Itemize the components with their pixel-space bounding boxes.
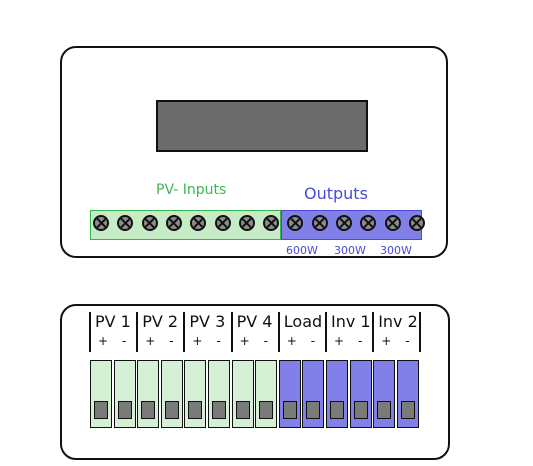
channel-name: PV 2 — [142, 312, 179, 331]
channel-divider — [136, 312, 139, 352]
negative-polarity: - — [169, 334, 174, 348]
pv-terminal-screw — [93, 215, 109, 231]
channel-name: Inv 1 — [331, 312, 371, 331]
controller-front-panel — [60, 46, 448, 258]
output-terminal-screw — [408, 215, 425, 231]
output-terminal-screw — [384, 215, 401, 231]
channel-name: PV 4 — [236, 312, 273, 331]
terminal-block — [113, 360, 136, 428]
clamp-square — [330, 401, 344, 419]
clamp-square — [377, 401, 392, 419]
positive-polarity: + — [334, 334, 345, 348]
terminal-block — [208, 360, 230, 428]
clamp-square — [259, 401, 274, 419]
terminal-block — [373, 360, 396, 428]
pv-terminal-screw — [141, 215, 158, 231]
terminal-block — [278, 360, 301, 428]
channel-divider — [277, 312, 280, 352]
positive-polarity: + — [286, 334, 297, 348]
negative-polarity: - — [263, 334, 268, 348]
output-rating-label: 600W — [286, 244, 318, 257]
channel-name: PV 1 — [95, 312, 131, 331]
clamp-square — [306, 401, 321, 419]
output-terminal-screw — [336, 215, 352, 231]
negative-polarity: - — [122, 334, 127, 348]
pv-terminal-screw — [214, 215, 231, 231]
channel-divider — [325, 312, 327, 352]
lcd-display — [156, 100, 368, 152]
clamp-square — [94, 401, 108, 419]
pv-terminal-screw — [238, 215, 255, 231]
negative-polarity: - — [310, 334, 316, 348]
negative-polarity: - — [358, 334, 363, 348]
pv-terminal-screw — [263, 215, 280, 231]
channel-name: Inv 2 — [378, 312, 418, 331]
terminal-block — [90, 360, 112, 428]
clamp-square — [117, 401, 132, 419]
channel-divider — [89, 312, 91, 352]
channel-divider — [419, 312, 422, 352]
terminal-block — [255, 360, 278, 428]
positive-polarity: + — [381, 334, 392, 348]
channel-divider — [230, 312, 233, 352]
clamp-square — [212, 401, 226, 419]
output-rating-label: 300W — [380, 244, 412, 257]
channel-name: PV 3 — [189, 312, 226, 331]
positive-polarity: + — [192, 334, 203, 348]
clamp-square — [235, 401, 250, 419]
pv-terminal-screw — [190, 215, 207, 231]
channel-divider — [372, 312, 375, 352]
terminal-block — [396, 360, 419, 428]
terminal-block — [137, 360, 160, 428]
negative-polarity: - — [216, 334, 221, 348]
terminal-block — [302, 360, 325, 428]
terminal-block — [231, 360, 254, 428]
terminal-block — [326, 360, 348, 428]
output-terminal-screw — [360, 215, 377, 231]
pv-inputs-label: PV- Inputs — [156, 182, 227, 198]
terminal-block — [349, 360, 372, 428]
negative-polarity: - — [405, 334, 410, 348]
channel-name: Load — [283, 312, 323, 331]
positive-polarity: + — [98, 334, 109, 348]
positive-polarity: + — [239, 334, 250, 348]
output-terminal-screw — [287, 215, 304, 231]
terminal-block — [184, 360, 207, 428]
terminal-block — [160, 360, 183, 428]
clamp-square — [188, 401, 203, 419]
pv-terminal-screw — [165, 215, 182, 231]
clamp-square — [164, 401, 179, 419]
clamp-square — [141, 401, 156, 419]
outputs-label: Outputs — [304, 184, 368, 203]
positive-polarity: + — [145, 334, 156, 348]
clamp-square — [282, 401, 297, 419]
pv-terminal-screw — [117, 215, 134, 231]
clamp-square — [400, 401, 415, 419]
clamp-square — [353, 401, 368, 419]
output-terminal-screw — [311, 215, 328, 231]
output-rating-label: 300W — [334, 244, 366, 257]
channel-divider — [183, 312, 186, 352]
terminal-block-panel — [60, 304, 450, 460]
